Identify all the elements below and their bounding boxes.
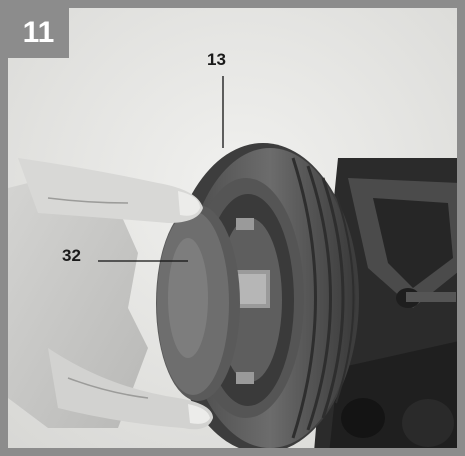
step-number-badge: 11 — [8, 8, 69, 58]
wheel-photo — [8, 8, 457, 448]
callout-hub-cap-label: 32 — [62, 246, 81, 265]
hand — [8, 158, 213, 430]
hub-cap — [156, 205, 240, 401]
callout-tire-label: 13 — [207, 50, 226, 69]
